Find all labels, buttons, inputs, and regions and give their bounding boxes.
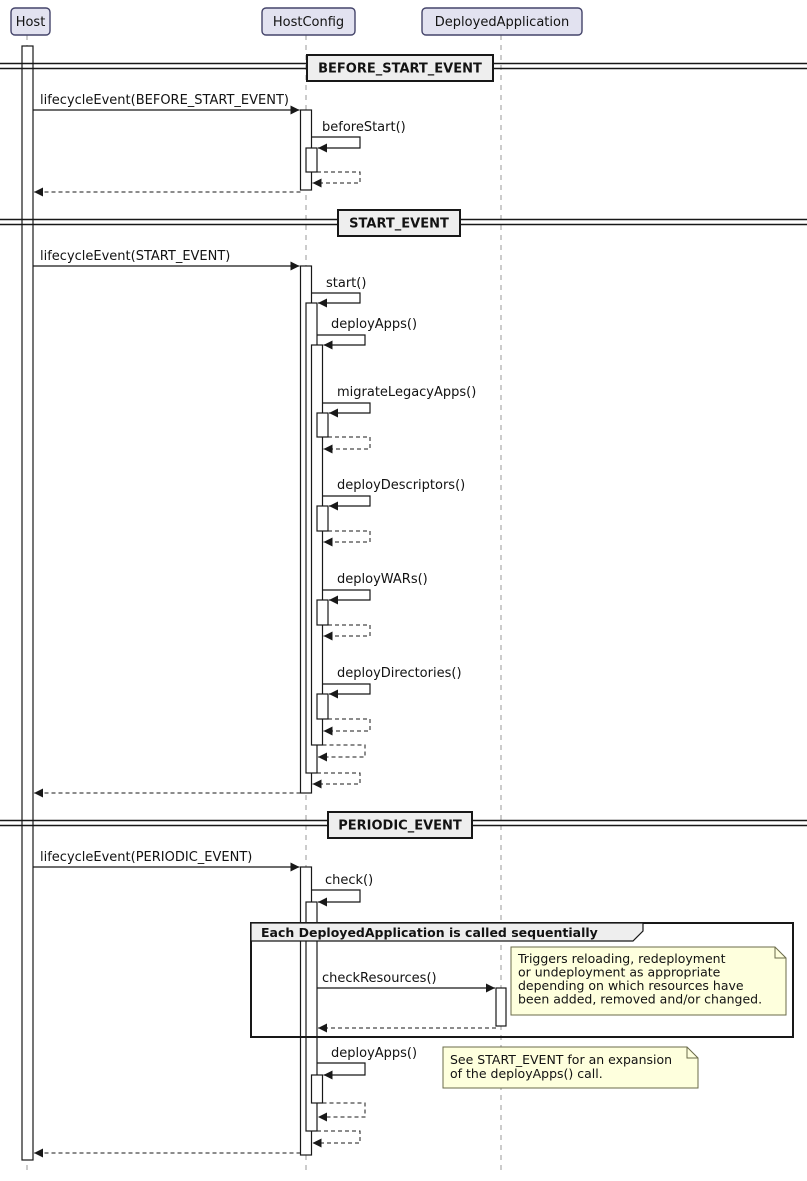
- msg-deploywars-label: deployWARs(): [337, 572, 428, 587]
- activation-deployapps-periodic: [310, 1074, 324, 1104]
- participant-deployedapplication-label: DeployedApplication: [435, 15, 569, 30]
- msg-lifecycle-start-label: lifecycleEvent(START_EVENT): [40, 249, 230, 264]
- activation-deploydescriptors: [316, 505, 329, 532]
- activation-deployapps-l3: [310, 344, 324, 746]
- msg-deploydescriptors-label: deployDescriptors(): [337, 478, 465, 493]
- note-deployapps-box: [442, 1046, 699, 1089]
- note-checkresources-line1: Triggers reloading, redeployment: [517, 951, 726, 966]
- arrow-deployapps-return: [318, 744, 366, 762]
- msg-checkresources-label: checkResources(): [322, 971, 437, 986]
- note-checkresources-line2: or undeployment as appropriate: [518, 965, 721, 980]
- msg-start-label: start(): [326, 276, 366, 291]
- arrow-beforestart-call: [311, 136, 361, 153]
- note-checkresources-box: [510, 946, 787, 1016]
- note-deployapps-fold: [686, 1047, 698, 1059]
- arrow-deploydirectories-return: [323, 718, 371, 736]
- activation-migratelegacyapps: [316, 412, 329, 438]
- activation-check-l2: [305, 901, 318, 1132]
- participant-deployedapplication-box: [421, 7, 583, 36]
- arrow-start-call: [311, 292, 361, 308]
- participant-hostconfig-box: [261, 7, 356, 36]
- msg-deployapps-periodic-label: deployApps(): [331, 1046, 417, 1061]
- arrow-deploywars-call: [322, 589, 371, 605]
- arrow-deploydescriptors-call: [322, 495, 371, 511]
- divider1-box: [306, 54, 494, 82]
- divider3-title: PERIODIC_EVENT: [338, 819, 462, 834]
- group-title: Each DeployedApplication is called seque…: [261, 925, 598, 940]
- msg-migratelegacyapps-label: migrateLegacyApps(): [337, 385, 476, 400]
- activation-deploydirectories: [316, 693, 329, 720]
- arrow-migratelegacyapps-call: [322, 402, 371, 418]
- note-deployapps-line2: of the deployApps() call.: [450, 1066, 603, 1081]
- activation-deployedapplication: [495, 987, 507, 1027]
- arrow-check-return: [312, 1130, 361, 1148]
- arrow-deployapps-periodic-return: [318, 1102, 366, 1122]
- msg-lifecycle-before-start-label: lifecycleEvent(BEFORE_START_EVENT): [40, 93, 289, 108]
- activation-host: [21, 45, 34, 1161]
- activation-deploywars: [316, 599, 329, 626]
- divider1-title: BEFORE_START_EVENT: [318, 62, 482, 77]
- note-checkresources-fold: [774, 947, 786, 959]
- activation-before-start-l2: [305, 147, 318, 173]
- arrow-start-return: [312, 772, 361, 789]
- participant-host-label: Host: [16, 15, 46, 30]
- msg-deployapps-label: deployApps(): [331, 317, 417, 332]
- msg-deploydirectories-label: deployDirectories(): [337, 666, 462, 681]
- participant-hostconfig-label: HostConfig: [273, 15, 344, 30]
- msg-beforestart-label: beforeStart(): [322, 120, 406, 135]
- arrow-deploydescriptors-return: [323, 530, 371, 547]
- arrow-deploywars-return: [323, 624, 371, 641]
- group-header-tab: [250, 922, 644, 942]
- note-deployapps-line1: See START_EVENT for an expansion: [450, 1052, 672, 1067]
- msg-check-label: check(): [325, 873, 373, 888]
- arrow-deploydirectories-call: [322, 683, 371, 699]
- participant-host-box: [10, 7, 51, 36]
- divider3-box: [327, 811, 473, 839]
- arrow-migratelegacyapps-return: [323, 436, 371, 454]
- divider2-title: START_EVENT: [349, 217, 449, 232]
- arrow-check-call: [311, 889, 361, 907]
- arrow-deployapps-periodic-call: [317, 1062, 366, 1080]
- msg-lifecycle-periodic-label: lifecycleEvent(PERIODIC_EVENT): [40, 850, 252, 865]
- arrow-deployapps-call: [317, 334, 366, 350]
- arrow-beforestart-return: [312, 171, 361, 188]
- note-checkresources-line3: depending on which resources have: [518, 978, 744, 993]
- divider2-box: [337, 209, 461, 237]
- note-checkresources-line4: been added, removed and/or changed.: [518, 992, 762, 1007]
